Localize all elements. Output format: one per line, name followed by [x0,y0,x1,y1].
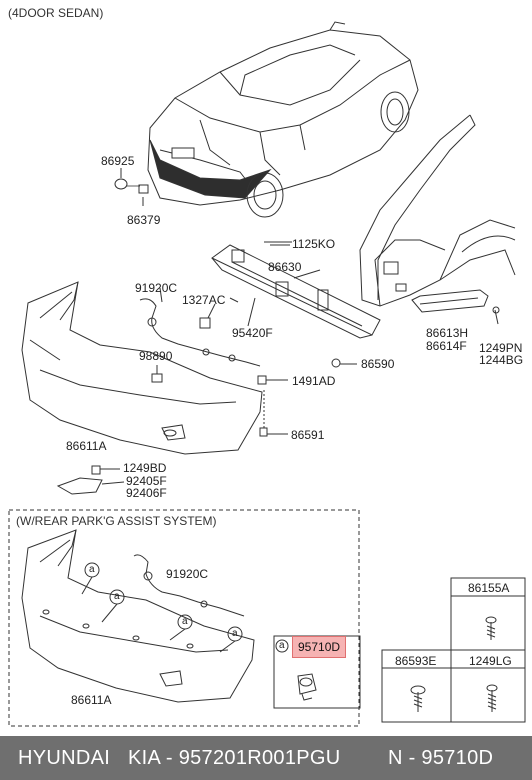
screw-icon-86155a [485,616,497,640]
parking-sensor-illustration [297,673,317,701]
part-86155a: 86155A [468,581,510,595]
part-86593e: 86593E [395,654,437,668]
part-86925: 86925 [101,154,135,168]
part-95710d[interactable]: 95710D [298,640,341,654]
part-95420f: 95420F [232,326,273,340]
part-86591: 86591 [291,428,325,442]
callout-letter: a [114,591,120,602]
callout-letter: a [89,564,95,575]
bumper-beam-illustration [211,241,381,368]
rear-bumper-illustration [21,281,263,455]
quarter-panel-illustration [359,114,516,307]
part-91920c-top: 91920C [135,281,178,295]
screw-icon-86593e [410,685,426,712]
callout-letter: a [182,616,188,627]
callout-letter: a [279,640,285,651]
screw-icon-1249lg [486,684,498,712]
part-91920c-bottom: 91920C [166,567,209,581]
assist-system-header: (W/REAR PARK'G ASSIST SYSTEM) [16,514,217,528]
part-86611a-bottom: 86611A [71,693,112,707]
part-86379: 86379 [127,213,161,227]
part-1491ad: 1491AD [292,374,336,388]
part-86614f: 86614F [426,339,467,353]
part-1249lg: 1249LG [469,654,512,668]
parts-diagram [8,21,526,727]
part-86611a-top: 86611A [66,439,107,453]
part-98890: 98890 [139,349,173,363]
footer-bar: HYUNDAI KIA - 957201R001PGU N - 95710D [0,736,532,780]
part-1327ac: 1327AC [182,293,226,307]
part-92405f: 92405F [126,474,167,488]
footer-brand: HYUNDAI [18,747,111,769]
part-86630: 86630 [268,260,302,274]
part-92406f: 92406F [126,486,167,500]
sedan-illustration [147,21,419,218]
highlighted-part-box[interactable] [292,636,346,658]
part-86590: 86590 [361,357,395,371]
sedan-header: (4DOOR SEDAN) [8,6,104,20]
part-1125ko: 1125KO [292,237,336,251]
callout-letter: a [232,628,238,639]
part-1249bd: 1249BD [123,461,167,475]
part-86613h: 86613H [426,326,469,340]
footer-n-part-number: N - 95710D [388,747,494,769]
part-1249pn: 1249PN [479,341,523,355]
footer-kia-part-number: KIA - 957201R001PGU [128,747,341,769]
rear-bumper-assist-illustration [21,529,255,703]
part-1244bg: 1244BG [479,353,524,367]
